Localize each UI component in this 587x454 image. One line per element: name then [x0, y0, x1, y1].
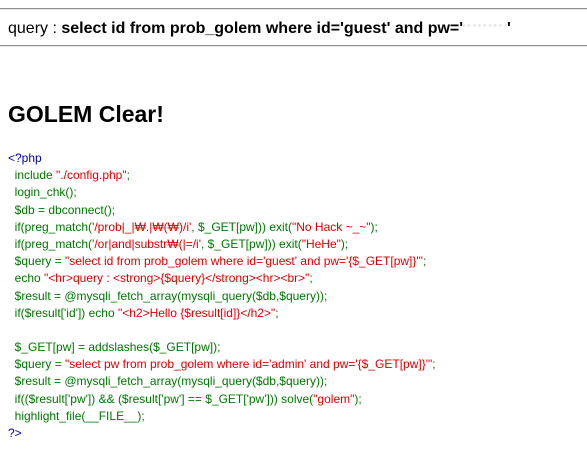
bottom-divider	[0, 45, 587, 47]
code-token: ;	[126, 168, 130, 183]
code-php-tag: <?php	[8, 151, 42, 165]
code-token: $query =	[8, 357, 66, 372]
code-line	[8, 322, 436, 339]
code-token: $db = dbconnect();	[8, 202, 116, 217]
code-string-token: "No Hack ~_~"	[291, 219, 371, 234]
code-token: if(preg_match(	[8, 219, 93, 234]
code-token: if($result['id']) echo	[8, 305, 118, 320]
code-line: $db = dbconnect();	[8, 202, 436, 219]
code-token: , $_GET[pw])) exit(	[191, 219, 292, 234]
code-line: ?>	[8, 425, 436, 442]
code-token: echo	[8, 271, 45, 286]
code-token: );	[340, 236, 349, 251]
code-token: $query =	[8, 254, 66, 269]
code-line: login_chk();	[8, 184, 436, 201]
code-php-tag: ?>	[8, 426, 22, 440]
code-line: if($result['id']) echo "<h2>Hello {$resu…	[8, 305, 436, 322]
code-string-token: "<h2>Hello {$result[id]}</h2>"	[117, 305, 276, 320]
highlighted-source-code: <?php include "./config.php"; login_chk(…	[8, 150, 436, 442]
code-token: ;	[432, 357, 436, 372]
code-token: highlight_file(__FILE__);	[8, 408, 145, 423]
code-token: include	[8, 168, 57, 183]
code-string-token: '/prob|_|₩.|₩(₩)/i'	[92, 219, 192, 234]
code-token: login_chk();	[8, 185, 77, 200]
code-string-token: "./config.php"	[56, 168, 127, 183]
code-token: );	[370, 219, 378, 234]
code-token: ;	[422, 254, 427, 269]
code-token: $_GET[pw] = addslashes($_GET[pw]);	[8, 340, 221, 355]
code-token: if(($result['pw']) && ($result['pw'] == …	[8, 391, 314, 406]
query-line: query : select id from prob_golem where …	[8, 17, 511, 40]
code-line: $result = @mysqli_fetch_array(mysqli_que…	[8, 373, 436, 390]
code-line: if(($result['pw']) && ($result['pw'] == …	[8, 391, 436, 408]
code-line: $_GET[pw] = addslashes($_GET[pw]);	[8, 339, 436, 356]
query-sql: select id from prob_golem where id='gues…	[61, 20, 464, 37]
code-string-token: "<hr>query : <strong>{$query}</strong><h…	[44, 271, 310, 286]
code-token: , $_GET[pw])) exit(	[201, 236, 302, 251]
code-token: ;	[309, 271, 313, 286]
code-token: $result = @mysqli_fetch_array(mysqli_que…	[8, 288, 328, 303]
top-divider	[0, 8, 587, 10]
code-string-token: '/or|and|substr₩(|=/i'	[92, 236, 201, 251]
code-token: $result = @mysqli_fetch_array(mysqli_que…	[8, 374, 328, 389]
clear-heading: GOLEM Clear!	[8, 101, 164, 127]
query-text: select id from prob_golem where id='gues…	[61, 20, 511, 37]
code-string-token: "golem"	[313, 391, 355, 406]
code-line: $query = "select id from prob_golem wher…	[8, 253, 436, 270]
code-token: if(preg_match(	[8, 236, 93, 251]
code-line: include "./config.php";	[8, 167, 436, 184]
code-line: highlight_file(__FILE__);	[8, 408, 436, 425]
code-string-token: "select pw from prob_golem where id='adm…	[65, 357, 433, 372]
code-line: $query = "select pw from prob_golem wher…	[8, 356, 436, 373]
code-line: echo "<hr>query : <strong>{$query}</stro…	[8, 270, 436, 287]
code-token: );	[354, 391, 362, 406]
code-string-token: "select id from prob_golem where id='gue…	[65, 254, 423, 269]
masked-password: ' ' ' ' ' ' ' ' '	[463, 23, 508, 33]
code-line: if(preg_match('/or|and|substr₩(|=/i', $_…	[8, 236, 436, 253]
code-line: $result = @mysqli_fetch_array(mysqli_que…	[8, 288, 436, 305]
code-string-token: "HeHe"	[301, 236, 341, 251]
query-prefix: query :	[8, 20, 62, 37]
query-closing-quote: '	[507, 20, 511, 37]
code-line: if(preg_match('/prob|_|₩.|₩(₩)/i', $_GET…	[8, 219, 436, 236]
code-line: <?php	[8, 150, 436, 167]
code-token: ;	[275, 305, 279, 320]
